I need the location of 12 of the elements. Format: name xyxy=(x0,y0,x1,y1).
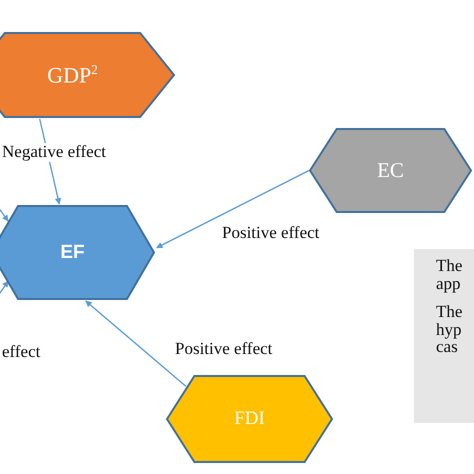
note-text: The hyp cas xyxy=(436,302,464,356)
arrow xyxy=(0,206,9,222)
node-label: EC xyxy=(377,158,404,183)
arrow xyxy=(156,170,310,248)
edge-label: Negative effect xyxy=(2,143,106,162)
node-label: EF xyxy=(60,242,85,264)
node-label: GDP$^{2}$ xyxy=(47,62,98,88)
note-panel xyxy=(414,249,474,423)
note-text: The app xyxy=(436,257,464,293)
arrow xyxy=(0,280,9,296)
arrow xyxy=(85,300,186,387)
node-label: FDI xyxy=(234,408,265,430)
